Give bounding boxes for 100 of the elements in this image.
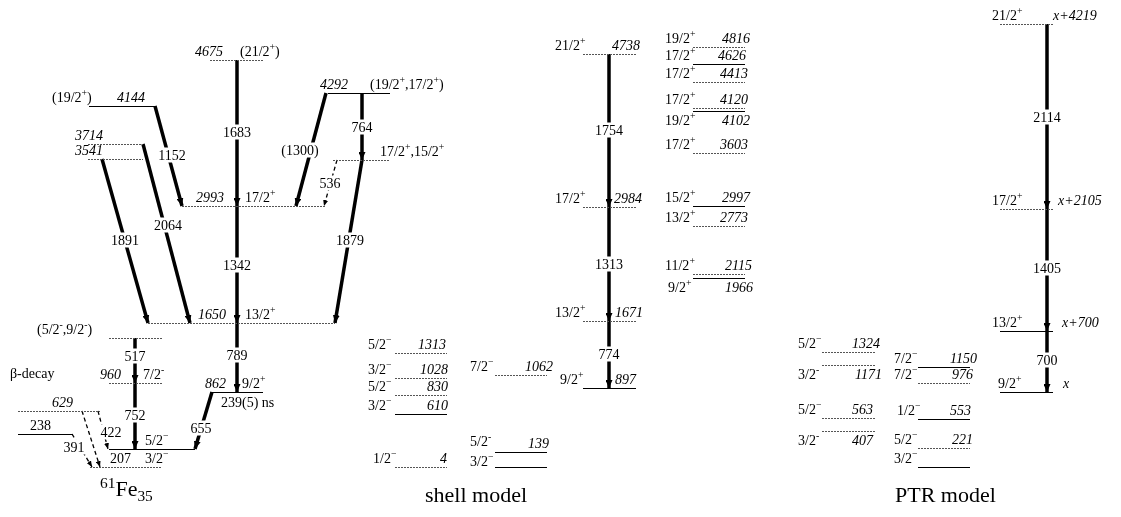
transition-energy: 422 (99, 424, 123, 440)
transition-energy: 764 (350, 119, 374, 135)
level-label: 1650 (198, 307, 226, 322)
transition-arrow (141, 143, 192, 324)
level-label: x+2105 (1058, 193, 1102, 208)
transition-arrow (358, 93, 366, 160)
level-label: (19/2$^{+}$) (52, 90, 92, 105)
level-label: 3/2$^{−}$ (368, 398, 392, 413)
level-label: 9/2$^{+}$ (242, 376, 266, 391)
energy-level (90, 451, 168, 468)
decay-note: β-decay (10, 366, 55, 382)
level-label: 1966 (725, 280, 753, 295)
level-label: 3541 (75, 143, 103, 158)
level-label: 4102 (722, 113, 750, 128)
level-label: 9/2$^{+}$ (998, 376, 1022, 391)
level-label: 7/2$^{-}$ (143, 367, 165, 382)
level-label: 15/2$^{+}$ (665, 190, 696, 205)
level-label: 5/2$^{−}$ (368, 337, 392, 352)
level-label: 5/2$^{−}$ (145, 433, 169, 448)
level-label: 1313 (418, 337, 446, 352)
level-label: 4675 (195, 44, 223, 59)
transition-energy: 752 (123, 407, 147, 423)
transition-arrow (323, 159, 338, 207)
level-label: 3/2$^{−}$ (368, 362, 392, 377)
level-label: 862 (205, 376, 226, 391)
level-label: 4738 (612, 38, 640, 53)
level-label: 5/2$^{−}$ (368, 379, 392, 394)
level-label: 7/2$^{−}$ (470, 359, 494, 374)
transition-arrow (294, 92, 328, 207)
level-label: 610 (427, 398, 448, 413)
transition-energy: 2064 (153, 217, 183, 233)
transition-energy: 655 (189, 420, 213, 436)
transition-arrow (233, 60, 241, 206)
transition-arrow (153, 105, 184, 207)
level-label: 3/2$^{−}$ (145, 451, 169, 466)
transition-energy: 1879 (335, 232, 365, 248)
level-label: 3/2$^{-}$ (798, 433, 820, 448)
level-label: 1671 (615, 305, 643, 320)
level-label: 5/2$^{−}$ (894, 432, 918, 447)
level-label: 238 (30, 418, 51, 433)
level-label: x+4219 (1053, 8, 1097, 23)
transition-arrow (605, 207, 613, 321)
level-label: 17/2$^{+}$,15/2$^{+}$ (380, 144, 445, 159)
level-label: 1028 (420, 362, 448, 377)
level-label: 4120 (720, 92, 748, 107)
level-label: 4413 (720, 66, 748, 81)
transition-energy: 1891 (110, 232, 140, 248)
level-label: 830 (427, 379, 448, 394)
level-label: (21/2$^{+}$) (240, 44, 280, 59)
level-label: 17/2$^{+}$ (665, 92, 696, 107)
level-label: 7/2$^{−}$ (894, 367, 918, 382)
level-label: 553 (950, 403, 971, 418)
transition-energy: 517 (123, 348, 147, 364)
transition-arrow (233, 206, 241, 323)
level-label: 207 (110, 451, 131, 466)
nucleus-label: $^{61}$Fe$_{35}$ (100, 476, 153, 502)
level-label: 239(5) ns (221, 395, 275, 410)
level-label: 1062 (525, 359, 553, 374)
level-label: 2993 (196, 190, 224, 205)
transition-arrow (71, 433, 93, 468)
level-label: 3714 (75, 128, 103, 143)
transition-arrow (332, 159, 364, 324)
transition-energy: (1300) (280, 142, 320, 158)
transition-energy: 391 (62, 439, 86, 455)
level-label: 1324 (852, 336, 880, 351)
level-label: 221 (952, 432, 973, 447)
level-label: 2997 (722, 190, 750, 205)
level-label: 2115 (725, 258, 752, 273)
level-label: 2984 (614, 191, 642, 206)
transition-energy: 1405 (1032, 260, 1062, 276)
level-label: 17/2$^{+}$ (992, 193, 1023, 208)
level-label: 976 (952, 367, 973, 382)
level-label: 3/2$^{-}$ (798, 367, 820, 382)
transition-energy: 2114 (1032, 109, 1062, 125)
level-label: 3/2$^{−}$ (894, 451, 918, 466)
level-label: 17/2$^{+}$ (665, 48, 696, 63)
level-label: 563 (852, 402, 873, 417)
transition-energy: 700 (1035, 352, 1059, 368)
energy-level (182, 190, 325, 207)
level-label: 13/2$^{+}$ (555, 305, 586, 320)
level-label: 13/2$^{+}$ (665, 210, 696, 225)
transition-arrow (605, 54, 613, 207)
level-label: 1150 (950, 351, 977, 366)
model-label: PTR model (895, 482, 996, 508)
energy-level (148, 307, 335, 324)
transition-energy: 774 (597, 346, 621, 362)
level-label: 17/2$^{+}$ (665, 66, 696, 81)
level-label: 4 (440, 451, 447, 466)
level-label: 19/2$^{+}$ (665, 31, 696, 46)
level-label: 19/2$^{+}$ (665, 113, 696, 128)
level-label: x+700 (1062, 315, 1099, 330)
level-label: (19/2$^{+}$,17/2$^{+}$) (370, 77, 444, 92)
level-label: 1/2$^{−}$ (373, 451, 397, 466)
level-label: x (1063, 376, 1070, 391)
transition-energy: 1152 (157, 147, 187, 163)
level-label: 11/2$^{+}$ (665, 258, 695, 273)
level-label: 17/2$^{+}$ (555, 191, 586, 206)
level-label: 1/2$^{−}$ (897, 403, 921, 418)
level-label: 629 (52, 395, 73, 410)
level-label: 4144 (117, 90, 145, 105)
